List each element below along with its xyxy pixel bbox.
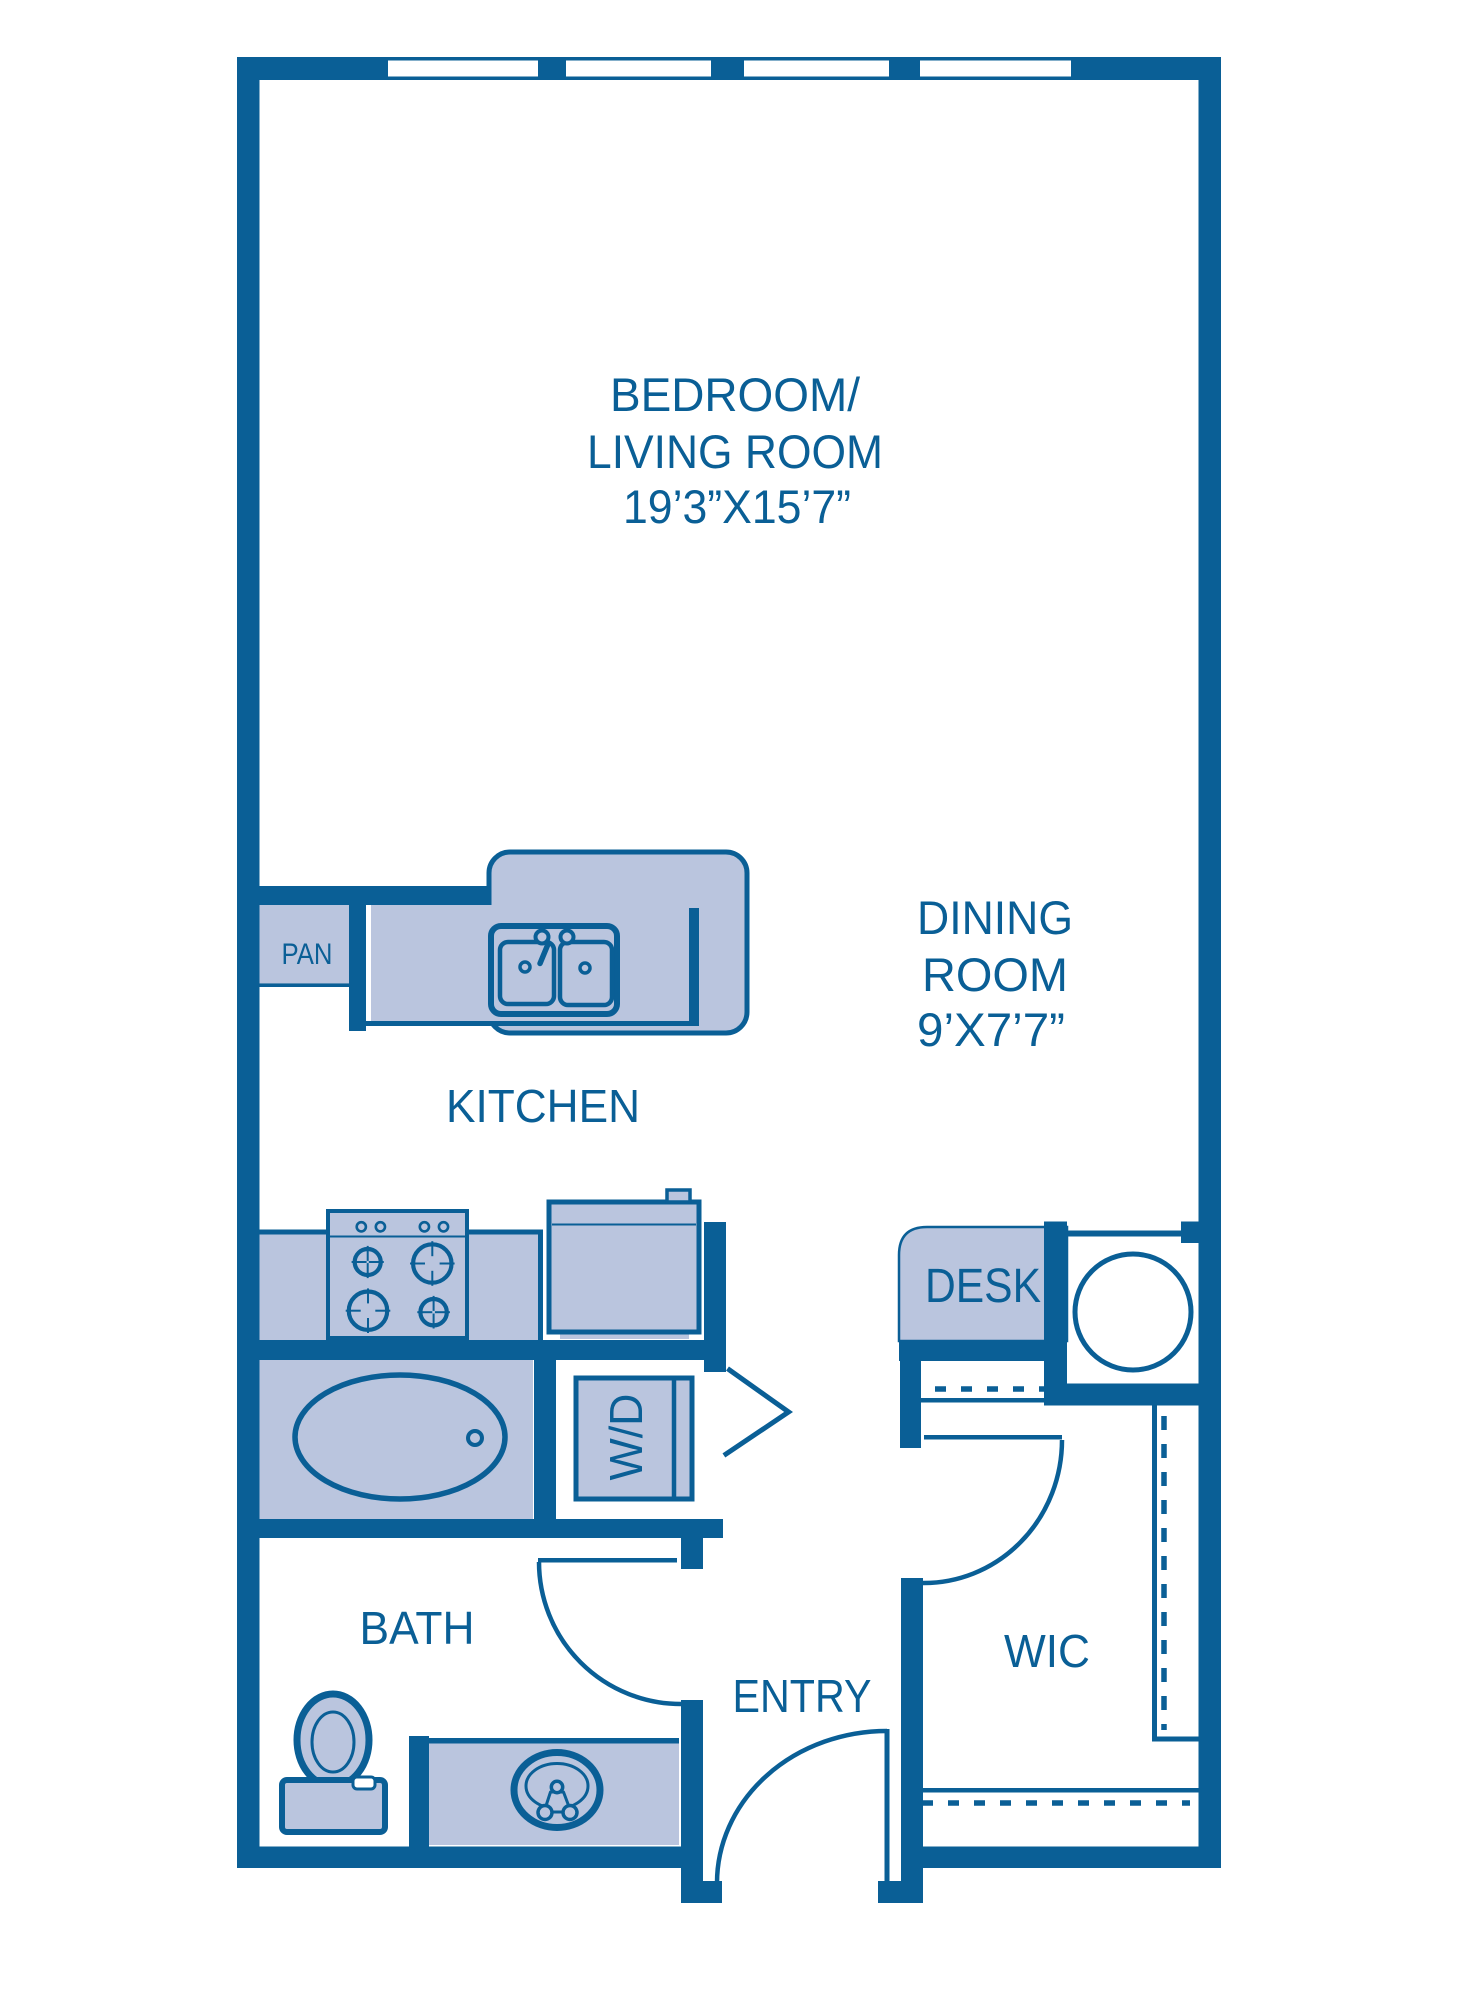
svg-text:LIVING ROOM: LIVING ROOM xyxy=(587,425,883,478)
svg-text:19’3”X15’7”: 19’3”X15’7” xyxy=(623,480,851,533)
svg-text:ROOM: ROOM xyxy=(922,948,1068,1001)
svg-text:PAN: PAN xyxy=(282,938,333,971)
svg-text:BATH: BATH xyxy=(360,1602,475,1654)
svg-text:WIC: WIC xyxy=(1004,1625,1090,1677)
svg-text:DINING: DINING xyxy=(917,891,1073,944)
svg-text:W/D: W/D xyxy=(600,1394,652,1481)
svg-text:ENTRY: ENTRY xyxy=(733,1670,872,1722)
svg-text:BEDROOM/: BEDROOM/ xyxy=(610,368,861,421)
svg-text:9’X7’7”: 9’X7’7” xyxy=(917,1003,1065,1056)
svg-text:KITCHEN: KITCHEN xyxy=(446,1080,640,1132)
svg-text:DESK: DESK xyxy=(925,1260,1041,1313)
